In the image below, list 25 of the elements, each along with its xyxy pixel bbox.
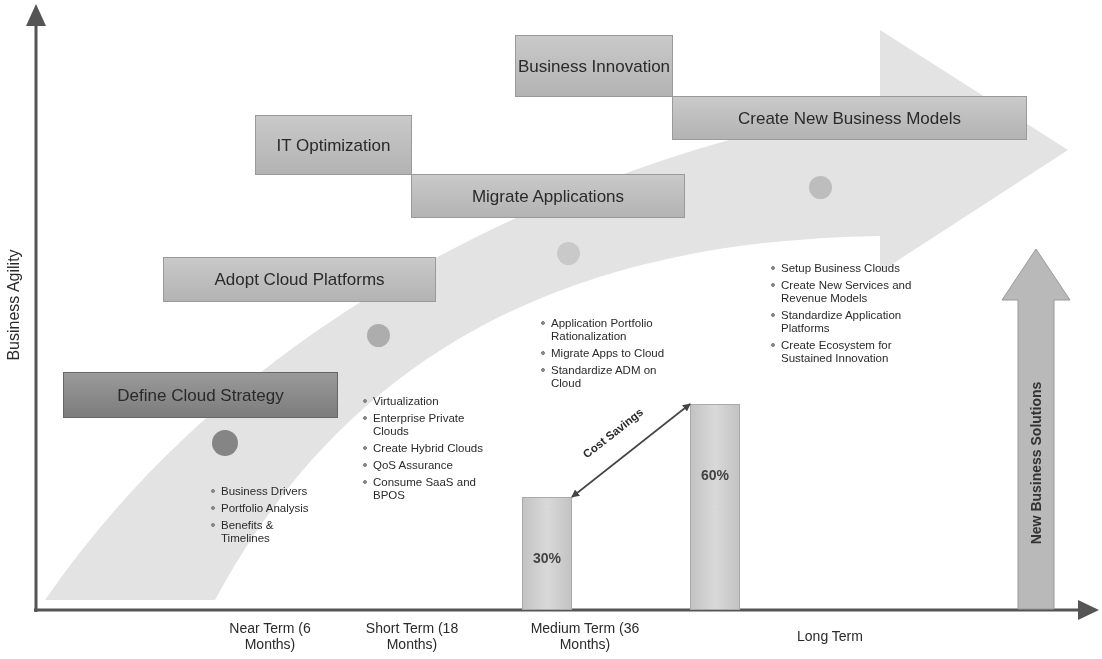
bullet-item: Setup Business Clouds bbox=[770, 262, 900, 275]
arrow-label: New Business Solutions bbox=[1028, 380, 1044, 547]
bar bbox=[690, 404, 740, 610]
bullet-item: Virtualization bbox=[362, 395, 439, 408]
phase-box: Business Innovation bbox=[515, 35, 673, 97]
phase-box: Migrate Applications bbox=[411, 174, 685, 218]
axis-tick-label: Short Term (18 Months) bbox=[364, 620, 460, 652]
phase-box: IT Optimization bbox=[255, 115, 412, 175]
bullet-item: Migrate Apps to Cloud bbox=[540, 347, 665, 360]
phase-box: Create New Business Models bbox=[672, 96, 1027, 140]
phase-box: Adopt Cloud Platforms bbox=[163, 257, 436, 302]
bullet-item: Create Hybrid Clouds bbox=[362, 442, 483, 455]
double-arrow bbox=[571, 403, 691, 498]
phase-box: Define Cloud Strategy bbox=[63, 372, 338, 418]
axis-tick-label: Long Term bbox=[796, 628, 864, 644]
percent-label: 60% bbox=[700, 467, 730, 483]
axis-tick-label: Near Term (6 Months) bbox=[228, 620, 312, 652]
bullet-item: Business Drivers bbox=[210, 485, 308, 498]
upward-arrow bbox=[1000, 248, 1072, 610]
bullet-item: Portfolio Analysis bbox=[210, 502, 309, 515]
bullet-item: QoS Assurance bbox=[362, 459, 453, 472]
percent-label: 30% bbox=[532, 550, 562, 566]
axis-title: Business Agility bbox=[5, 249, 23, 361]
axis-tick-label: Medium Term (36 Months) bbox=[529, 620, 641, 652]
bar bbox=[522, 497, 572, 610]
